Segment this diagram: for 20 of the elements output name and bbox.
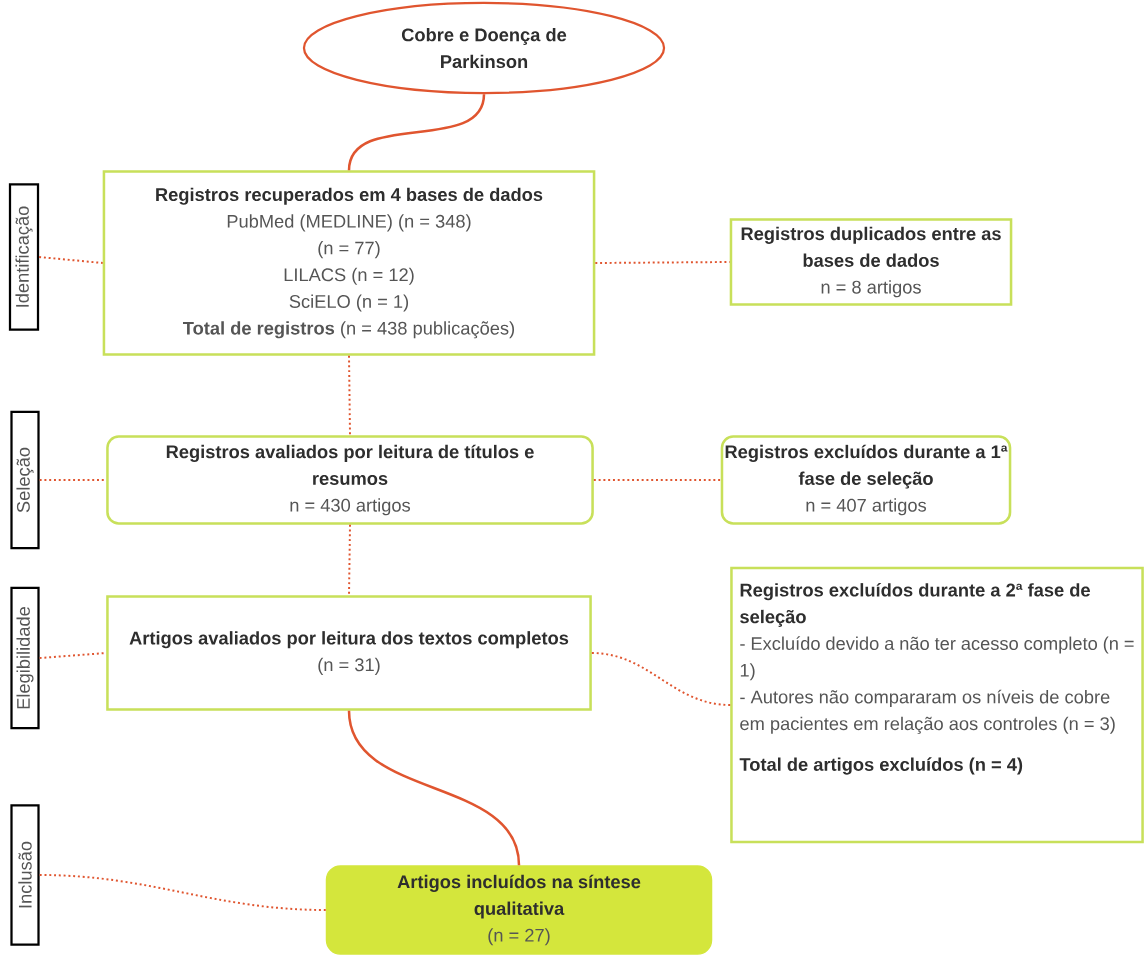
process-box: Artigos avaliados por leitura dos textos completos (n = 31) xyxy=(106,595,592,711)
phase-label: Identificação xyxy=(8,183,40,331)
connector-line xyxy=(592,479,722,481)
connector-line xyxy=(348,354,351,437)
connector-line xyxy=(38,256,104,264)
connector-line xyxy=(348,523,351,597)
exclusion-box: Registros excluídos durante a 2ª fase de seleção - Excluído devido a não ter acesso completo (n = 1) - Autores não compararam os níveis de cobre em pacientes em relação aos controles (n = 3) Total de artigos excluídos (n = 4) xyxy=(730,566,1144,844)
connector-line xyxy=(347,710,521,866)
process-box: Registros avaliados por leitura de títulos e resumos n = 430 artigos xyxy=(106,435,594,525)
connector-line xyxy=(594,261,731,264)
connector-line xyxy=(347,93,486,171)
process-box: Registros excluídos durante a 1ª fase de seleção n = 407 artigos xyxy=(720,435,1012,525)
phase-label: Elegibilidade xyxy=(10,586,40,730)
result-box: Artigos incluídos na síntese qualitativa (n = 27) xyxy=(325,865,713,955)
process-box: Registros recuperados em 4 bases de dados PubMed (MEDLINE) (n = 348) (n = 77) LILACS (n = 12) SciELO (n = 1) Total de registros (n = 438 publicações) xyxy=(102,170,596,356)
process-box: Registros duplicados entre as bases de dados n = 8 artigos xyxy=(729,218,1013,306)
connector-line xyxy=(590,652,732,706)
phase-label: Seleção xyxy=(10,410,40,550)
phase-label: Inclusão xyxy=(10,804,40,946)
connector-line xyxy=(38,874,327,911)
